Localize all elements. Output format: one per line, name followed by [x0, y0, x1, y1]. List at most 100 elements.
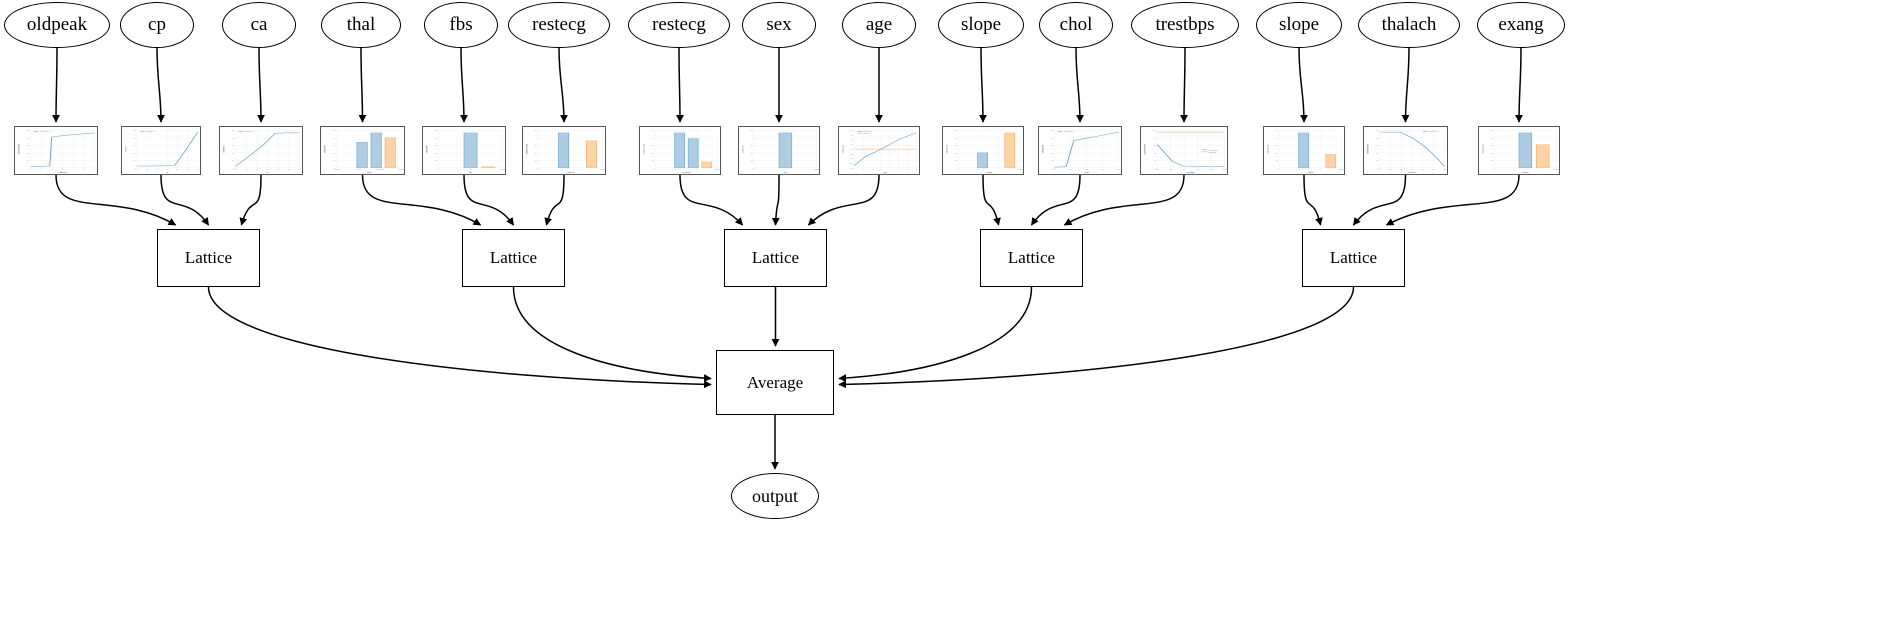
svg-text:50: 50	[232, 130, 234, 131]
svg-text:slope: slope	[987, 172, 992, 173]
lattice-node[interactable]: Lattice	[462, 229, 565, 287]
svg-text:20: 20	[955, 153, 957, 154]
svg-text:calibrated: calibrated	[40, 131, 49, 133]
calibration-plot-slope[interactable]: 01020304050012missingcalibrated slopeslo…	[942, 126, 1024, 175]
feature-node-ca[interactable]: ca	[222, 2, 296, 48]
svg-text:200: 200	[1443, 169, 1447, 170]
svg-text:0.5: 0.5	[146, 169, 149, 170]
svg-text:missing: missing	[398, 169, 404, 170]
feature-node-slope[interactable]: slope	[938, 2, 1024, 48]
calibration-plot-restecg[interactable]: 01020304050012missingcalibrated restecgr…	[522, 126, 606, 175]
svg-text:50: 50	[333, 130, 335, 131]
svg-text:1: 1	[978, 169, 979, 170]
svg-text:calibrated: calibrated	[1209, 149, 1219, 151]
svg-text:50: 50	[652, 130, 654, 131]
feature-node-label: trestbps	[1155, 14, 1215, 35]
feature-node-restecg[interactable]: restecg	[628, 2, 730, 48]
svg-text:calibrated: calibrated	[146, 131, 155, 133]
feature-node-cp[interactable]: cp	[120, 2, 194, 48]
svg-text:calibrated slope: calibrated slope	[1266, 145, 1270, 154]
feature-node-fbs[interactable]: fbs	[424, 2, 498, 48]
svg-text:20: 20	[1154, 153, 1156, 154]
feature-node-thalach[interactable]: thalach	[1358, 2, 1460, 48]
svg-text:5: 5	[898, 169, 899, 170]
svg-text:ca: ca	[266, 172, 270, 173]
feature-node-sex[interactable]: sex	[742, 2, 816, 48]
svg-text:30: 30	[27, 145, 29, 146]
graph-edge	[982, 174, 1001, 226]
output-node[interactable]: output	[731, 473, 819, 519]
average-node[interactable]: Average	[716, 350, 834, 415]
graph-edge	[676, 47, 684, 123]
output-node-label: output	[751, 485, 798, 506]
lattice-node-label: Lattice	[751, 248, 800, 267]
svg-text:1: 1	[675, 169, 676, 170]
calibration-plot-exang[interactable]: 0102030405001missingcalibrated exangexan…	[1478, 126, 1560, 175]
svg-text:10: 10	[955, 160, 957, 161]
svg-text:30: 30	[1051, 145, 1053, 146]
graph-edge	[1515, 47, 1523, 123]
lattice-node-label: Lattice	[1329, 248, 1378, 267]
feature-node-trestbps[interactable]: trestbps	[1131, 2, 1239, 48]
svg-text:10: 10	[435, 160, 437, 161]
graph-edge	[1298, 47, 1308, 123]
feature-node-exang[interactable]: exang	[1477, 2, 1565, 48]
feature-node-label: oldpeak	[26, 14, 88, 35]
graph-edge	[1385, 174, 1520, 226]
svg-text:40: 40	[232, 138, 234, 139]
graph-edge	[207, 286, 712, 389]
lattice-node[interactable]: Lattice	[157, 229, 260, 287]
feature-node-label: fbs	[449, 14, 473, 35]
svg-text:10: 10	[1376, 160, 1378, 161]
svg-text:2: 2	[696, 169, 697, 170]
svg-text:oldpeak: oldpeak	[59, 172, 67, 173]
svg-text:50: 50	[1154, 130, 1156, 131]
svg-text:300: 300	[1085, 169, 1088, 170]
feature-node-chol[interactable]: chol	[1039, 2, 1113, 48]
lattice-node-label: Lattice	[184, 248, 233, 267]
svg-text:0.0: 0.0	[135, 169, 138, 170]
svg-text:2: 2	[1320, 169, 1321, 170]
feature-node-label: restecg	[532, 14, 586, 35]
lattice-node[interactable]: Lattice	[1302, 229, 1405, 287]
graph-edge	[55, 174, 177, 226]
svg-text:cp: cp	[166, 172, 168, 173]
lattice-node[interactable]: Lattice	[724, 229, 827, 287]
lattice-node[interactable]: Lattice	[980, 229, 1083, 287]
svg-text:missing: missing	[1338, 169, 1344, 170]
graph-edge	[558, 47, 568, 123]
svg-text:6: 6	[94, 169, 95, 170]
svg-text:0: 0	[438, 169, 439, 170]
svg-text:10: 10	[652, 160, 654, 161]
graph-edge	[807, 174, 880, 226]
graph-edge	[979, 47, 987, 123]
svg-text:500: 500	[1117, 169, 1120, 170]
feature-node-label: chol	[1059, 14, 1093, 35]
feature-node-restecg[interactable]: restecg	[508, 2, 610, 48]
svg-text:calibrated ca: calibrated ca	[222, 146, 226, 153]
feature-node-oldpeak[interactable]: oldpeak	[4, 2, 110, 48]
calibration-plot-restecg[interactable]: 01020304050012missingcalibrated restecgr…	[639, 126, 721, 175]
svg-text:10: 10	[1276, 160, 1278, 161]
feature-node-thal[interactable]: thal	[321, 2, 401, 48]
svg-text:0.5: 0.5	[245, 169, 248, 170]
svg-text:40: 40	[333, 138, 335, 139]
svg-text:100: 100	[1156, 169, 1160, 170]
svg-text:1: 1	[1299, 169, 1300, 170]
feature-node-slope[interactable]: slope	[1256, 2, 1342, 48]
calibration-plot-thal[interactable]: 01020304050normalfixedreversiblemissingc…	[320, 126, 405, 175]
svg-text:180: 180	[1209, 169, 1213, 170]
feature-node-age[interactable]: age	[842, 2, 916, 48]
svg-text:missing: missing	[813, 169, 819, 170]
svg-text:calibrated fbs: calibrated fbs	[425, 145, 429, 153]
calibration-plot-slope[interactable]: 01020304050012missingcalibrated slopeslo…	[1263, 126, 1345, 175]
